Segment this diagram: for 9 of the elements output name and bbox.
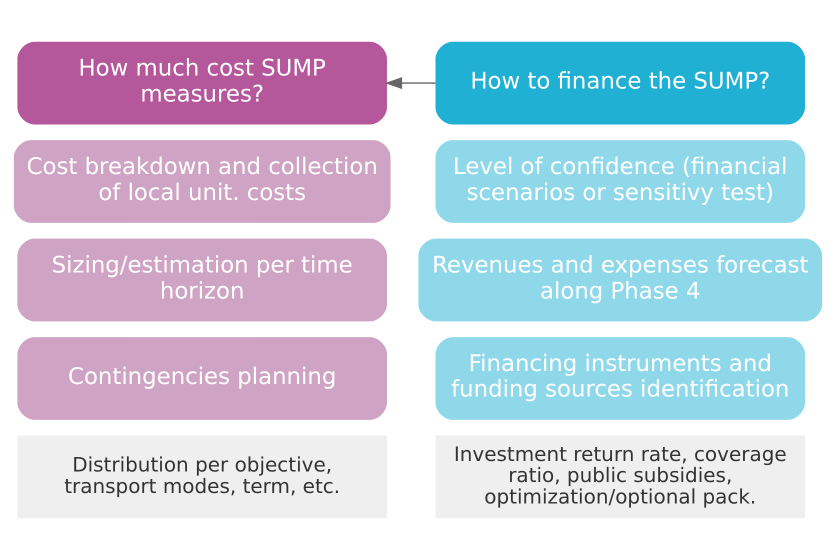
node-box: How to finance the SUMP? (435, 41, 806, 124)
node-box: Cost breakdown and collection of local unit. costs (14, 140, 391, 222)
node-box: Financing instruments and funding sources identification (435, 336, 806, 420)
node-box: How much cost SUMP measures? (17, 41, 387, 124)
node-box: Sizing/estimation per time horizon (17, 238, 387, 321)
node-box: Level of confidence (financial scenarios or sensitivy test) (435, 140, 806, 222)
node-box: Revenues and expenses forecast along Phase 4 (418, 238, 822, 321)
arrow (384, 76, 436, 89)
node-box: Contingencies planning (17, 336, 387, 420)
